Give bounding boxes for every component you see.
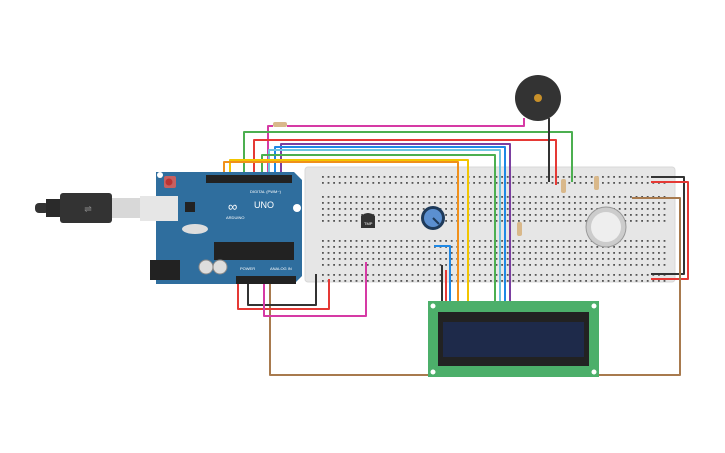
lcd-screen: [443, 322, 584, 357]
digital-header[interactable]: [206, 175, 292, 183]
arduino-logo-icon: ∞: [228, 199, 237, 214]
resistor[interactable]: [517, 222, 522, 236]
brand-label: ARDUINO: [226, 215, 244, 220]
resistor[interactable]: [273, 122, 287, 127]
wire-brown[interactable]: [269, 197, 681, 376]
usb-cable[interactable]: ⇌: [35, 193, 142, 223]
analog-label: ANALOG IN: [270, 266, 292, 271]
wire-magenta[interactable]: [263, 262, 367, 317]
usb-icon: ⇌: [84, 204, 92, 214]
wire-lightblue[interactable]: [268, 149, 501, 303]
power-analog-header[interactable]: [236, 276, 296, 284]
wire-black[interactable]: [247, 274, 317, 306]
gas-sensor[interactable]: [585, 206, 627, 248]
wire-green[interactable]: [261, 154, 496, 303]
chip-icon: [214, 242, 294, 260]
piezo-buzzer[interactable]: [515, 75, 561, 121]
wire-red[interactable]: [237, 279, 330, 310]
arduino-uno[interactable]: ∞ ARDUINO UNO DIGITAL (PWM~) POWER ANALO…: [140, 172, 302, 284]
wire-black[interactable]: [651, 176, 685, 275]
resistor[interactable]: [561, 179, 566, 193]
digital-label: DIGITAL (PWM~): [250, 189, 282, 194]
wire-red[interactable]: [651, 181, 689, 280]
wire-green[interactable]: [243, 131, 573, 182]
wire-orange[interactable]: [223, 161, 459, 303]
resistor[interactable]: [594, 176, 599, 190]
tmp-label: TMP: [364, 221, 373, 226]
model-label: UNO: [254, 200, 274, 210]
power-label: POWER: [240, 266, 255, 271]
temperature-sensor[interactable]: TMP: [361, 213, 375, 228]
wire-blue[interactable]: [434, 245, 451, 303]
potentiometer[interactable]: [421, 206, 445, 230]
wire-yellow[interactable]: [229, 159, 469, 303]
lcd-display[interactable]: [428, 301, 599, 377]
